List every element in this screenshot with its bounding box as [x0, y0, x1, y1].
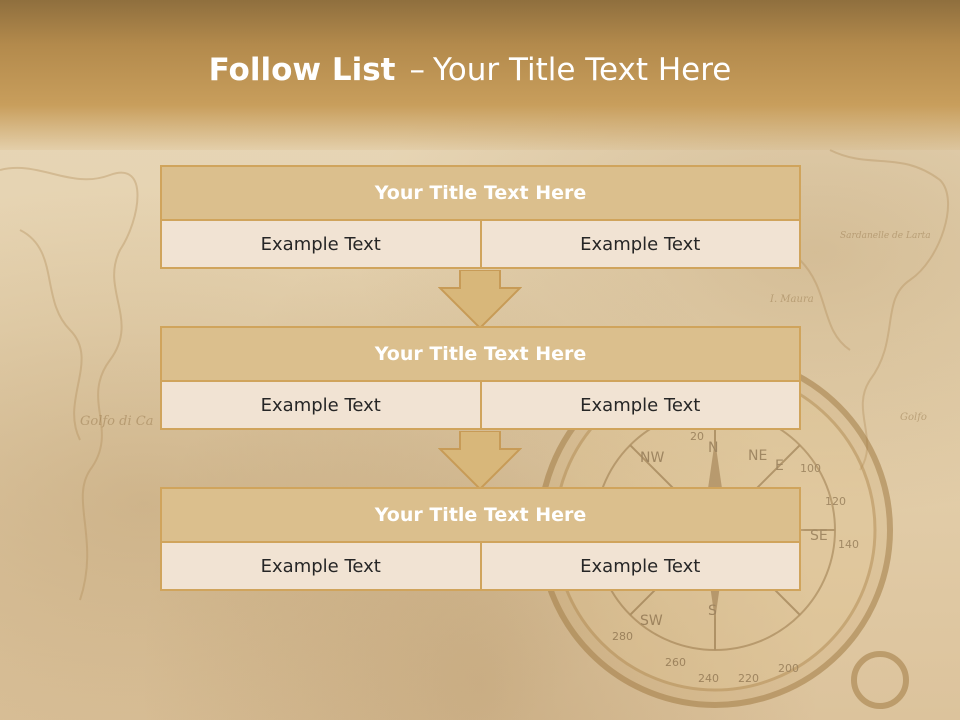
list-group-1: Your Title Text Here Example Text Exampl…	[160, 165, 801, 269]
compass-label: 200	[778, 662, 799, 675]
compass-label: E	[775, 458, 784, 474]
map-label: Golfo di Ca	[80, 414, 153, 429]
compass-label: NW	[640, 450, 664, 466]
example-text-cell: Example Text	[160, 541, 482, 591]
list-group-3: Your Title Text Here Example Text Exampl…	[160, 487, 801, 591]
list-group-2: Your Title Text Here Example Text Exampl…	[160, 326, 801, 430]
example-text-cell: Example Text	[479, 541, 801, 591]
compass-label: 100	[800, 462, 821, 475]
compass-label: 280	[612, 630, 633, 643]
compass-label: 140	[838, 538, 859, 551]
title-dash: –	[409, 52, 425, 88]
compass-label: S	[708, 603, 717, 619]
title-rest: Your Title Text Here	[432, 52, 732, 88]
compass-label: SE	[810, 528, 828, 544]
compass-label: SW	[640, 613, 663, 629]
slide-title: Follow List–Your Title Text Here	[0, 52, 940, 88]
down-arrow-icon	[438, 270, 522, 330]
map-label: I. Maura	[769, 294, 814, 305]
example-text-cell: Example Text	[479, 380, 801, 430]
group-row: Example Text Example Text	[160, 380, 801, 430]
compass-label: 20	[690, 430, 704, 443]
compass-label: 220	[738, 672, 759, 685]
compass-label: 240	[698, 672, 719, 685]
group-row: Example Text Example Text	[160, 541, 801, 591]
example-text-cell: Example Text	[160, 219, 482, 269]
map-label: Sardanelle de Larta	[840, 231, 931, 241]
title-bold: Follow List	[208, 52, 396, 88]
group-header: Your Title Text Here	[160, 165, 801, 221]
compass-label: 120	[825, 495, 846, 508]
compass-label: NE	[748, 448, 767, 464]
group-row: Example Text Example Text	[160, 219, 801, 269]
map-label: Golfo	[900, 412, 927, 423]
group-header: Your Title Text Here	[160, 326, 801, 382]
down-arrow-icon	[438, 431, 522, 491]
example-text-cell: Example Text	[479, 219, 801, 269]
compass-label: 260	[665, 656, 686, 669]
group-header: Your Title Text Here	[160, 487, 801, 543]
compass-label: N	[708, 440, 718, 456]
header-band	[0, 0, 960, 150]
example-text-cell: Example Text	[160, 380, 482, 430]
